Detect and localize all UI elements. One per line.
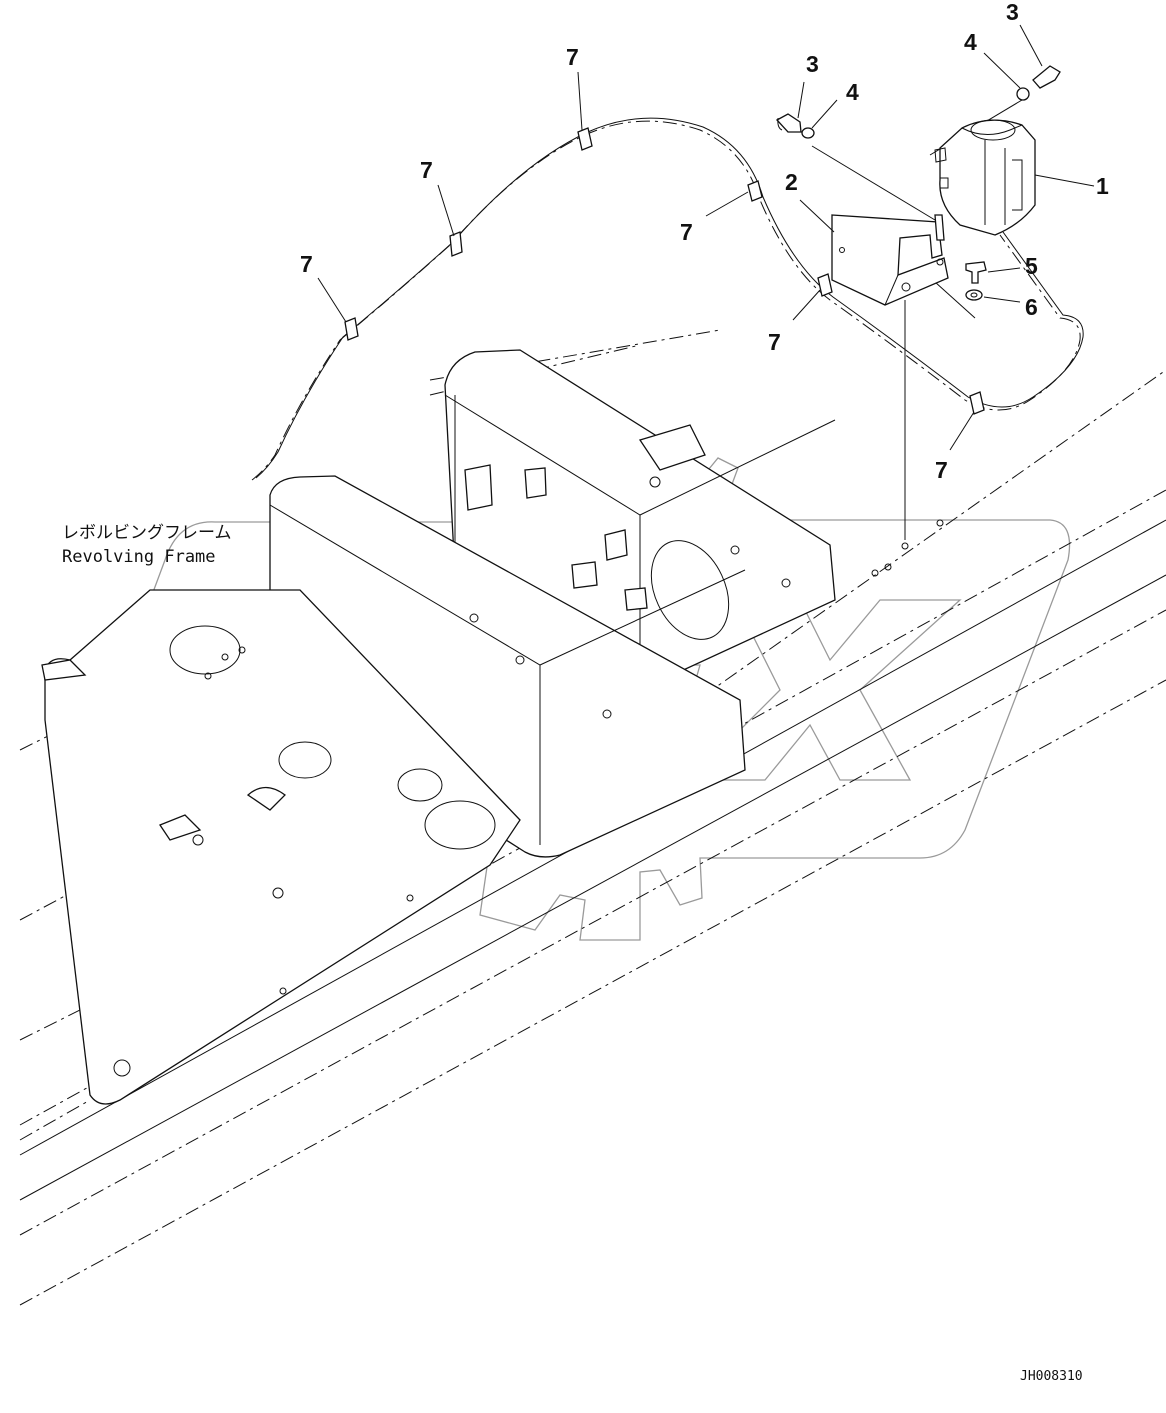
callout-7: 7 bbox=[566, 44, 579, 70]
washer-6 bbox=[965, 289, 983, 301]
callout-7: 7 bbox=[680, 219, 693, 245]
frame-label: レボルビングフレーム Revolving Frame bbox=[62, 523, 232, 567]
frame-label-japanese: レボルビングフレーム bbox=[62, 523, 232, 543]
cable-assembly bbox=[251, 117, 1084, 481]
callout-7: 7 bbox=[300, 251, 313, 277]
callout-3: 3 bbox=[1006, 0, 1019, 25]
callout-1: 1 bbox=[1096, 173, 1109, 199]
clamp-4 bbox=[747, 180, 763, 202]
bolt-5 bbox=[965, 261, 987, 284]
leader-lines bbox=[317, 24, 1095, 451]
drawing-code: JH008310 bbox=[1020, 1369, 1083, 1384]
bolt-3a bbox=[775, 113, 802, 133]
callout-5: 5 bbox=[1025, 253, 1038, 279]
frame-label-english: Revolving Frame bbox=[62, 547, 216, 567]
callouts: 1 2 3 3 4 4 5 6 7 7 7 7 7 7 bbox=[300, 0, 1109, 483]
bolt-3b bbox=[1032, 65, 1061, 89]
washer-4a bbox=[801, 127, 815, 139]
clamp-5 bbox=[817, 273, 833, 297]
bracket-part-2 bbox=[831, 214, 949, 306]
clamp-1 bbox=[344, 317, 359, 341]
cover-part-1 bbox=[934, 119, 1036, 236]
callout-7: 7 bbox=[768, 329, 781, 355]
revolving-frame bbox=[19, 329, 1166, 1306]
washer-4b bbox=[1016, 87, 1030, 101]
callout-4: 4 bbox=[846, 79, 859, 105]
callout-3: 3 bbox=[806, 51, 819, 77]
callout-6: 6 bbox=[1025, 294, 1038, 320]
callout-4: 4 bbox=[964, 29, 977, 55]
fasteners bbox=[775, 65, 1061, 301]
callout-2: 2 bbox=[785, 169, 798, 195]
clamp-6 bbox=[969, 391, 985, 415]
callout-7: 7 bbox=[935, 457, 948, 483]
clamp-3 bbox=[577, 127, 593, 151]
cable-clamps bbox=[344, 127, 985, 415]
callout-7: 7 bbox=[420, 157, 433, 183]
clamp-2 bbox=[449, 231, 463, 257]
